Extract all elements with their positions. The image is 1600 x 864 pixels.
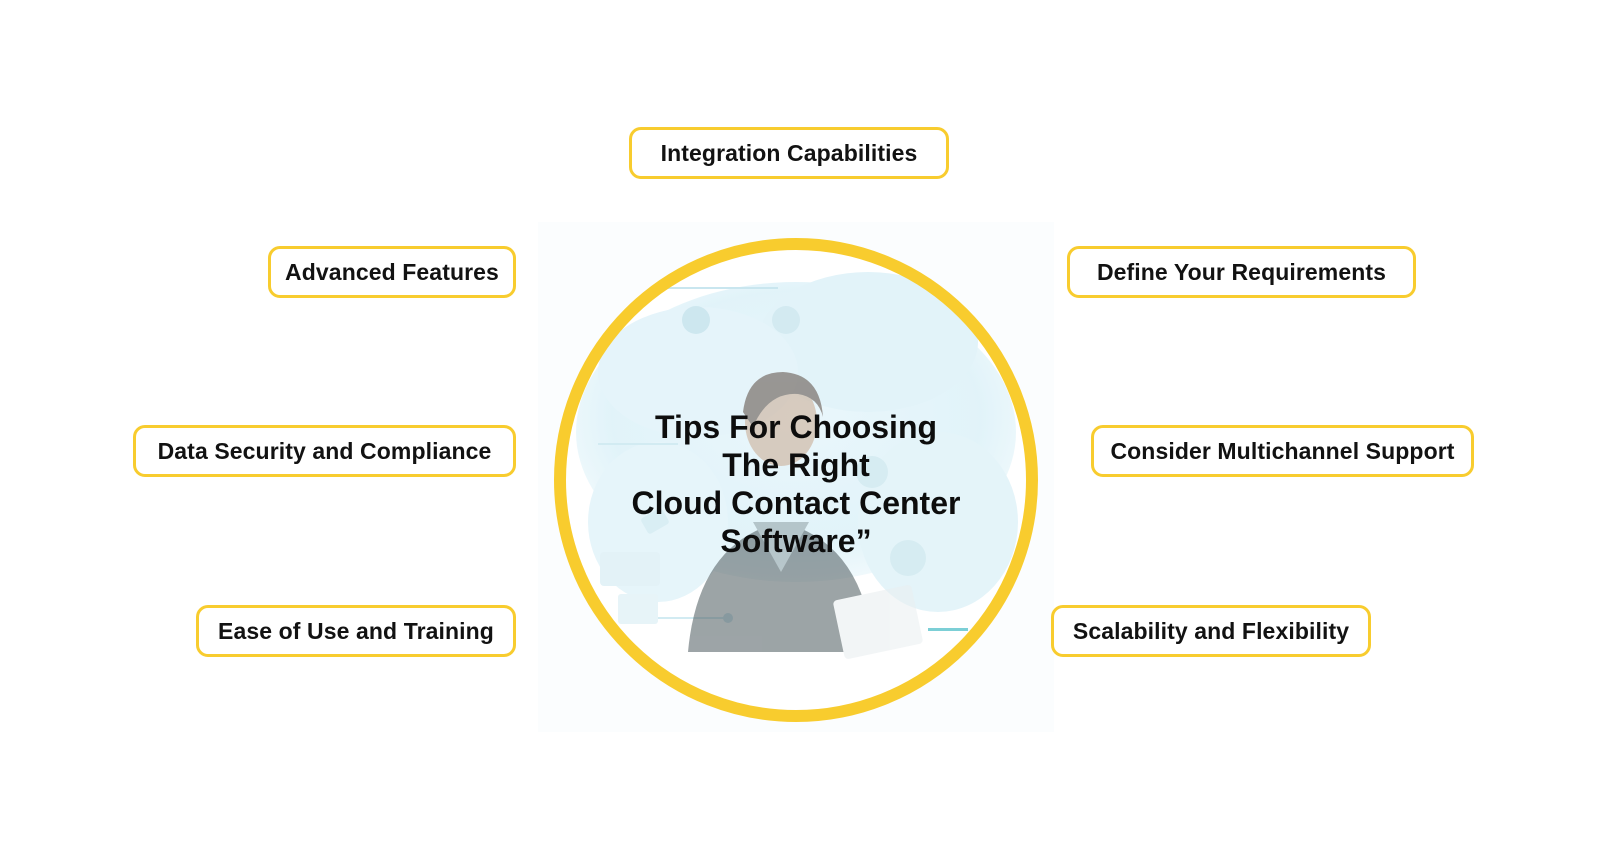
- agent-figure: [688, 372, 923, 659]
- tip-data-security: Data Security and Compliance: [133, 425, 516, 477]
- bar-chart-icon: [618, 594, 658, 624]
- center-title: Tips For Choosing The Right Cloud Contac…: [600, 408, 992, 560]
- center-title-line-1: Tips For Choosing: [654, 409, 938, 445]
- tip-ease-of-use: Ease of Use and Training: [196, 605, 516, 657]
- center-title-line-4: Software”: [720, 523, 872, 559]
- tip-define-requirements: Define Your Requirements: [1067, 246, 1416, 298]
- laptop-icon: [833, 585, 923, 659]
- tag-icon: [641, 508, 669, 534]
- center-ring: [554, 238, 1038, 722]
- calendar-icon: [856, 456, 888, 488]
- card-icon: [600, 552, 660, 586]
- center-title-line-2: The Right: [722, 447, 870, 483]
- user-icon: [890, 540, 926, 576]
- tip-integration-capabilities: Integration Capabilities: [629, 127, 949, 179]
- illustration-scene: [560, 244, 1032, 716]
- center-illustration: [538, 222, 1054, 732]
- center-title-line-3: Cloud Contact Center: [631, 485, 961, 521]
- globe-icon: [682, 306, 710, 334]
- tip-multichannel-support: Consider Multichannel Support: [1091, 425, 1474, 477]
- tip-advanced-features: Advanced Features: [268, 246, 516, 298]
- tip-scalability: Scalability and Flexibility: [1051, 605, 1371, 657]
- chat-icon: [772, 306, 800, 334]
